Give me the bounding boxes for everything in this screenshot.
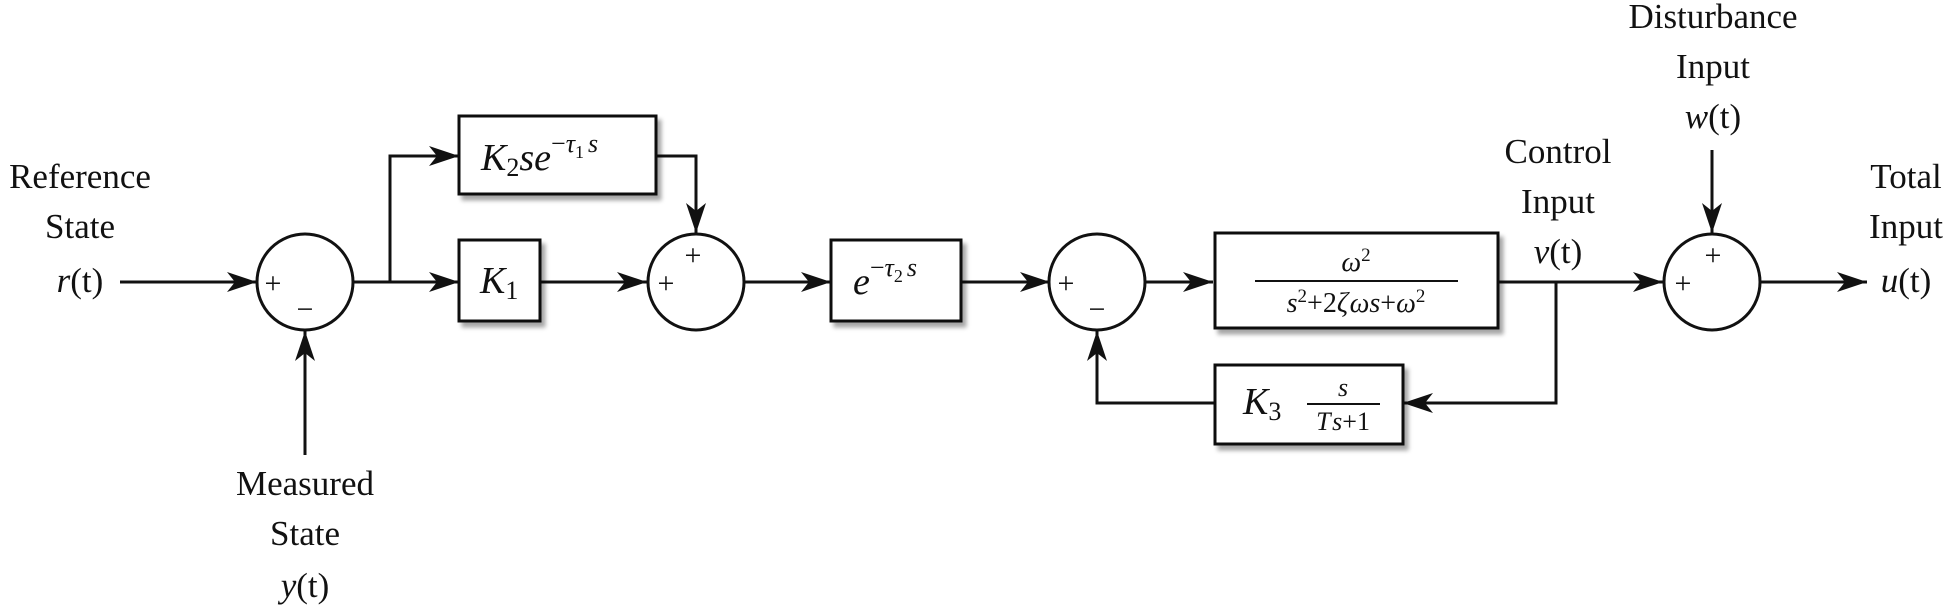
svg-text:Control: Control [1505, 132, 1612, 171]
sum4-plus-left-sign: + [1675, 267, 1692, 300]
svg-text:y(t): y(t) [278, 566, 330, 605]
sum1-minus-sign: − [297, 293, 314, 326]
svg-text:Reference: Reference [9, 157, 151, 196]
svg-text:Input: Input [1521, 182, 1595, 221]
svg-text:Total: Total [1870, 157, 1942, 196]
delay-block [829, 238, 963, 323]
svg-text:Input: Input [1869, 207, 1943, 246]
svg-text:State: State [270, 514, 340, 553]
svg-text:s: s [1338, 373, 1348, 402]
sum3-plus-sign: + [1058, 267, 1075, 300]
svg-text:State: State [45, 207, 115, 246]
line-k2-to-sum2 [656, 154, 706, 233]
total-label: Total Input u(t) [1869, 157, 1943, 300]
sum3-minus-sign: − [1089, 293, 1106, 326]
summing-junction-3 [1047, 232, 1147, 332]
disturbance-label: Disturbance Input w(t) [1628, 0, 1797, 136]
sum2-plus-top-sign: + [685, 239, 702, 272]
svg-text:ω2: ω2 [1341, 245, 1370, 278]
junction-signs: + − + + + − + + [265, 239, 1722, 326]
summing-junction-1 [255, 232, 355, 332]
k2-delay-block [457, 114, 658, 196]
svg-text:K1: K1 [479, 260, 518, 305]
measured-label: Measured State y(t) [236, 464, 375, 605]
svg-text:K2se−τ1s: K2se−τ1s [480, 129, 598, 182]
svg-text:u(t): u(t) [1881, 261, 1932, 300]
sum1-plus-sign: + [265, 267, 282, 300]
svg-text:Disturbance: Disturbance [1628, 0, 1797, 36]
svg-text:Input: Input [1676, 47, 1750, 86]
k1-block [457, 238, 542, 323]
sum4-plus-top-sign: + [1705, 239, 1722, 272]
feedback-line-to-k3 [1403, 282, 1558, 413]
svg-text:v(t): v(t) [1534, 232, 1583, 271]
svg-text:K3: K3 [1242, 381, 1281, 426]
sum2-plus-left-sign: + [658, 267, 675, 300]
svg-text:r(t): r(t) [57, 261, 104, 300]
line-to-k2 [388, 146, 459, 282]
svg-text:Measured: Measured [236, 464, 375, 503]
summing-junctions [255, 232, 1762, 332]
control-label: Control Input v(t) [1505, 132, 1612, 271]
svg-text:Ts+1: Ts+1 [1316, 407, 1370, 436]
signal-lines [120, 146, 1867, 455]
k1-expression: K1 [479, 260, 518, 305]
reference-label: Reference State r(t) [9, 157, 151, 300]
feedback-line-to-sum3 [1087, 331, 1215, 405]
summing-junction-2 [646, 232, 746, 332]
svg-text:w(t): w(t) [1685, 97, 1741, 136]
summing-junction-4 [1662, 232, 1762, 332]
svg-text:e−τ2s: e−τ2s [853, 253, 917, 303]
